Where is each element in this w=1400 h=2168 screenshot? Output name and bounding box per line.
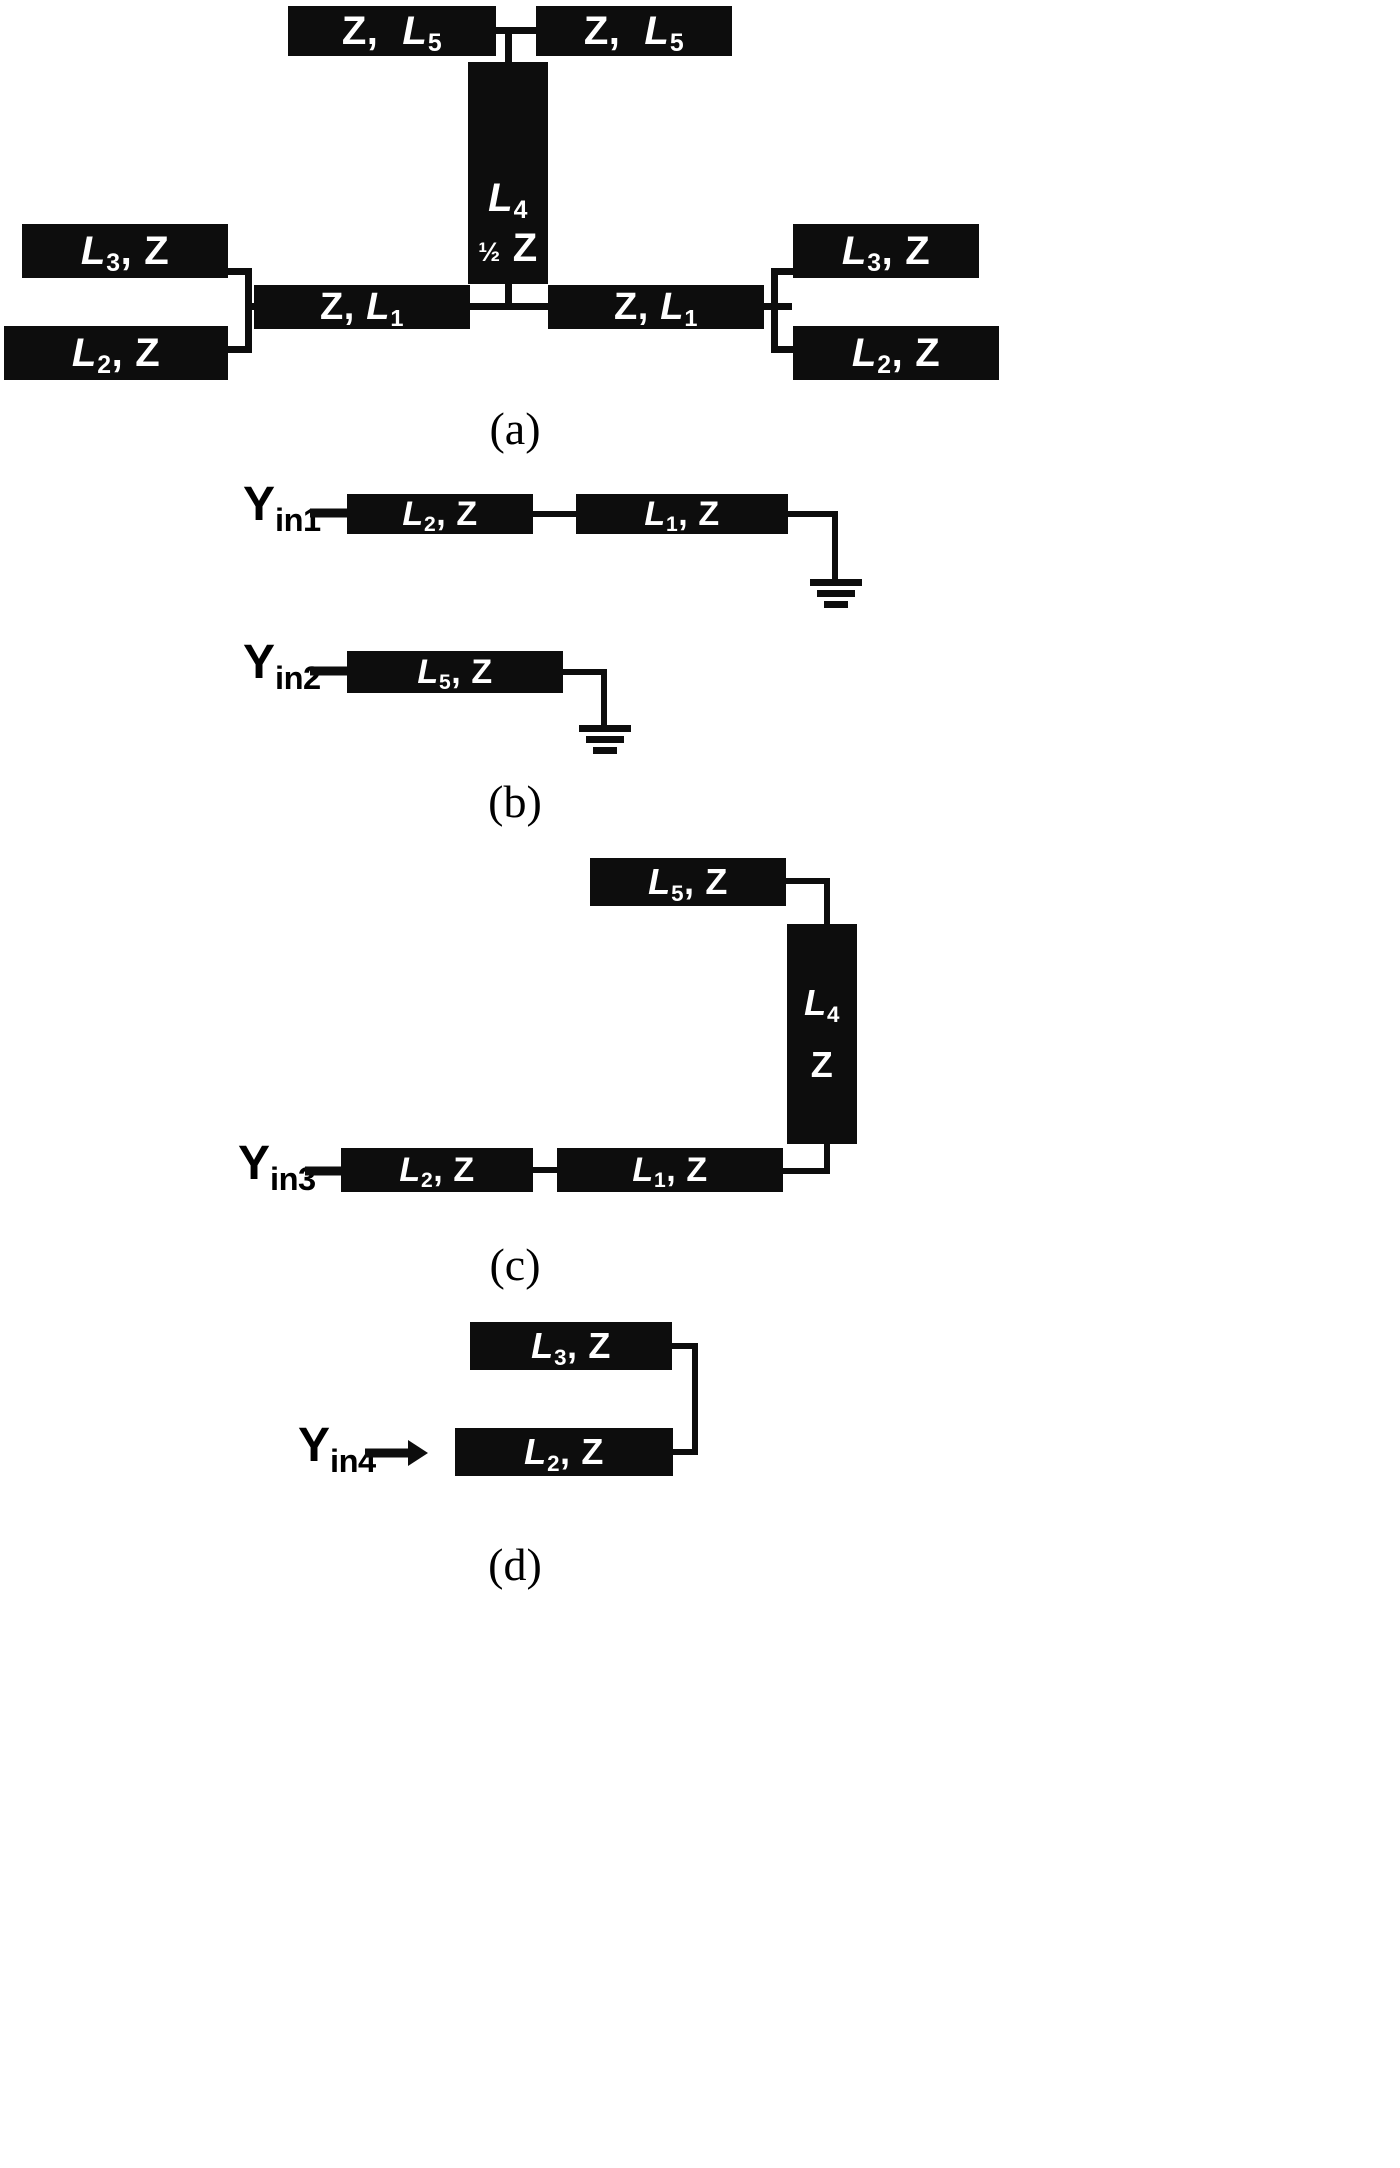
- arrow-shaft: [310, 666, 360, 676]
- wire-right-bracket-vertical: [771, 268, 778, 353]
- yin3-symbol: Y: [238, 1137, 271, 1190]
- ground-bar-3: [592, 747, 617, 754]
- panel-b-yin2-label: Yin2: [243, 636, 321, 694]
- arrow-shaft: [310, 508, 360, 518]
- panel-d-yin4-label: Yin4: [298, 1419, 376, 1477]
- panel-c-yin3-label: Yin3: [238, 1137, 316, 1195]
- wire-d-l2-out: [672, 1449, 698, 1455]
- yin1-symbol: Y: [243, 478, 276, 531]
- wire-b1-l2-to-l1: [533, 511, 578, 517]
- yin4-symbol: Y: [298, 1419, 331, 1472]
- ground-bar-1: [809, 579, 862, 586]
- wire-top-node-down-to-l4: [505, 27, 512, 67]
- panel-d-yin4-arrow: [365, 1438, 435, 1468]
- wire-b1-l1-to-ground-horizontal: [788, 511, 838, 517]
- wire-top-stub-left-to-node: [496, 27, 542, 34]
- wire-d-l3-out: [672, 1343, 698, 1349]
- wire-c-l2-to-l1: [533, 1167, 559, 1173]
- arrow-shaft: [365, 1448, 411, 1458]
- yin2-symbol: Y: [243, 636, 276, 689]
- box-label-line-2: Z: [810, 1044, 834, 1085]
- panel-b-branch2-ground-icon: [578, 725, 631, 755]
- wire-left-bracket-vertical: [245, 268, 252, 353]
- wire-d-bracket-vertical: [692, 1343, 698, 1455]
- wire-c-l4-to-l1-vertical: [824, 1140, 830, 1174]
- ground-bar-2: [585, 736, 624, 743]
- caption-c: (c): [489, 1239, 541, 1290]
- wire-c-l5-to-l4-vertical: [824, 878, 830, 926]
- ground-bar-3: [823, 601, 848, 608]
- wire-series-node-horizontal: [468, 303, 554, 310]
- wire-left-l2-out: [228, 346, 252, 353]
- panel-b-yin1-label: Yin1: [243, 478, 321, 536]
- ground-bar-1: [578, 725, 631, 732]
- wire-c-l4-to-l1-horizontal: [782, 1168, 830, 1174]
- wire-right-l1-out: [764, 303, 792, 310]
- wire-b1-ground-vertical: [832, 511, 838, 579]
- ground-bar-2: [816, 590, 855, 597]
- wire-left-l3-out: [228, 268, 252, 275]
- arrow-shaft: [305, 1166, 347, 1176]
- wire-c-l5-to-l4-horizontal: [786, 878, 830, 884]
- wire-right-l2-in: [771, 346, 795, 353]
- caption-a: (a): [489, 403, 541, 454]
- arrow-head: [408, 1440, 428, 1466]
- panel-b-branch1-ground-icon: [809, 579, 862, 609]
- caption-d: (d): [488, 1539, 542, 1590]
- caption-b: (b): [488, 776, 542, 827]
- wire-right-l3-in: [771, 268, 795, 275]
- wire-b2-ground-vertical: [601, 669, 607, 725]
- wire-l4-down-to-series-node: [505, 282, 512, 310]
- wire-b2-l5-to-ground-horizontal: [563, 669, 607, 675]
